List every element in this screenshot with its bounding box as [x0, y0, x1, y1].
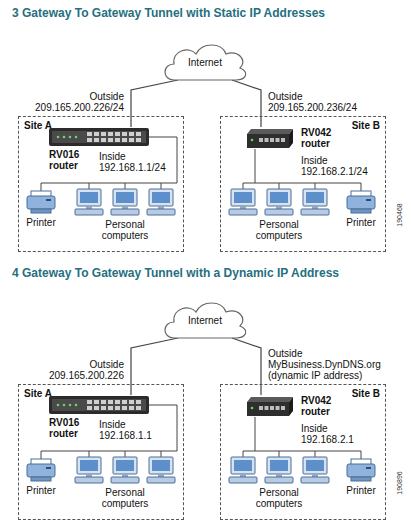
router-icon	[245, 127, 295, 149]
device-label: Personal computers	[244, 219, 314, 241]
device-label: Printer	[339, 217, 383, 228]
address-label: Outside 209.165.200.226/24	[24, 91, 124, 113]
site-label: Site B	[352, 388, 380, 399]
computer-icon	[111, 457, 139, 483]
router-icon	[49, 127, 149, 147]
computer-icon	[147, 457, 175, 483]
device-label: Printer	[19, 485, 63, 496]
router-label: RV042 router	[301, 127, 343, 149]
site-box: Site A RV016 router Inside 192.168.1.1/24P…	[18, 116, 184, 252]
computer-icon	[265, 189, 293, 215]
address-label: Outside 209.165.200.236/24	[268, 91, 378, 113]
computer-icon	[75, 189, 103, 215]
router-label: RV016 router	[49, 149, 93, 171]
computer-icon	[301, 457, 329, 483]
address-label: Inside 192.168.2.1	[301, 423, 373, 445]
router-node: RV042 router	[245, 127, 343, 149]
computer-icon	[147, 189, 175, 215]
computer-icon	[111, 189, 139, 215]
wan-link	[131, 80, 178, 127]
computer-icon	[301, 189, 329, 215]
computer-icon	[265, 457, 293, 483]
printer-icon	[27, 191, 55, 213]
site-box: Site B RV042 routerInside 192.168.2.1/24P…	[220, 116, 386, 252]
site-label: Site A	[24, 388, 52, 399]
figure-heading: 4 Gateway To Gateway Tunnel with a Dynam…	[12, 266, 339, 280]
address-label: Inside 192.168.1.1/24	[99, 151, 171, 173]
cloud-label: Internet	[160, 315, 250, 326]
computer-icon	[75, 457, 103, 483]
wan-link	[232, 338, 261, 395]
router-label: RV042 router	[301, 395, 343, 417]
figure-heading: 3 Gateway To Gateway Tunnel with Static …	[12, 6, 325, 20]
address-label: Outside MyBusiness.DynDNS.org (dynamic I…	[268, 348, 393, 381]
site-label: Site B	[352, 120, 380, 131]
device-label: Printer	[339, 485, 383, 496]
device-label: Personal computers	[90, 219, 160, 241]
printer-icon	[347, 459, 375, 481]
wan-link	[232, 80, 261, 127]
figure-number: 190468	[396, 200, 404, 230]
figure-number: 190896	[396, 468, 404, 498]
router-label: RV016 router	[49, 417, 93, 439]
device-label: Personal computers	[244, 487, 314, 509]
cloud-label: Internet	[160, 57, 250, 68]
printer-icon	[347, 191, 375, 213]
address-label: Inside 192.168.1.1	[99, 419, 171, 441]
wan-link	[131, 338, 178, 395]
device-label: Printer	[19, 217, 63, 228]
site-box: Site A RV016 router Inside 192.168.1.1Prin…	[18, 384, 184, 520]
router-icon	[49, 395, 149, 415]
router-icon	[245, 395, 295, 417]
printer-icon	[27, 459, 55, 481]
address-label: Inside 192.168.2.1/24	[301, 155, 373, 177]
router-node: RV042 router	[245, 395, 343, 417]
computer-icon	[229, 457, 257, 483]
computer-icon	[229, 189, 257, 215]
site-box: Site B RV042 routerInside 192.168.2.1Pers…	[220, 384, 386, 520]
address-label: Outside 209.165.200.226	[24, 359, 124, 381]
device-label: Personal computers	[90, 487, 160, 509]
site-label: Site A	[24, 120, 52, 131]
cloud-node: Internet	[160, 296, 250, 344]
cloud-node: Internet	[160, 38, 250, 86]
